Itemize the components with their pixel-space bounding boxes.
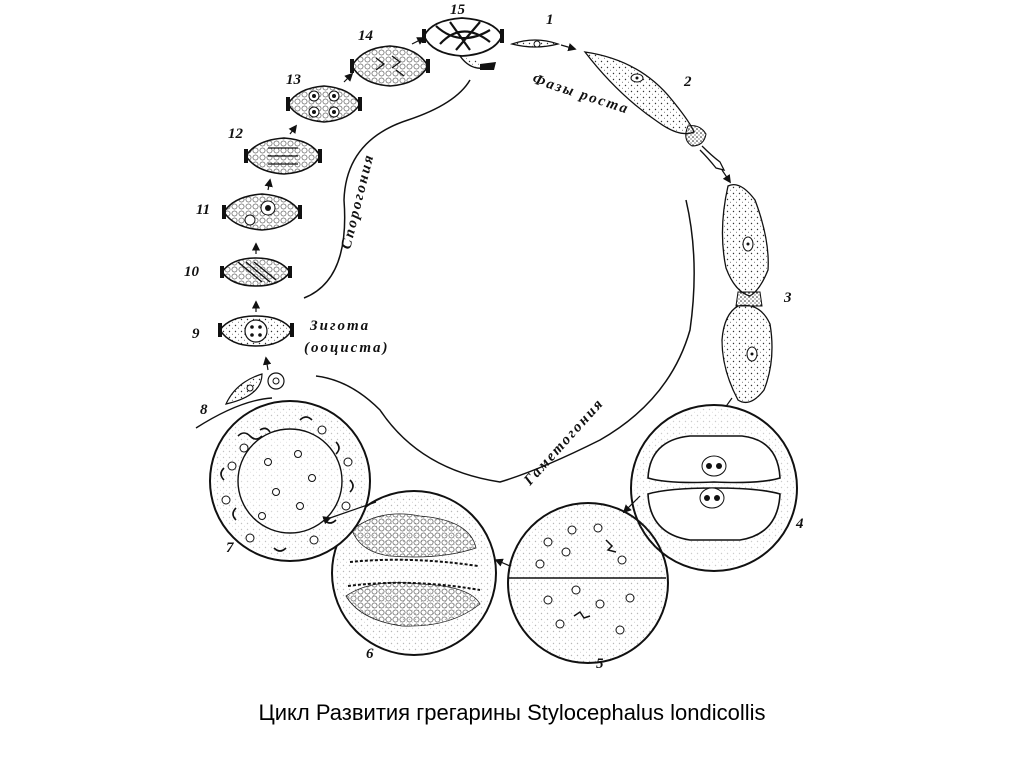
stage-12-oocyst [244,124,322,175]
stage-1-sporozoite [509,39,577,52]
stage-13-oocyst [286,72,362,123]
phase-divider-lines [303,79,695,483]
stage-number-12: 12 [228,126,244,142]
stage-6-gamete-formation [331,490,497,656]
stage-number-7: 7 [226,540,234,556]
stage-9-zygote [218,300,294,347]
stage-7-gamete-fusion [209,400,377,562]
stage-5-nuclear-division [494,502,669,664]
stage-number-9: 9 [192,326,200,342]
figure-caption: Цикл Развития грегарины Stylocephalus lo… [258,700,766,725]
stage-number-13: 13 [286,72,302,88]
stage-15-mature-oocyst [422,17,504,70]
stage-14-oocyst [350,37,430,87]
stage-number-6: 6 [366,646,374,662]
stage-number-15: 15 [450,2,466,18]
stage-4-gametocyst [622,404,798,572]
stage-10-oocyst [220,242,292,287]
stage-number-11: 11 [196,202,210,218]
stage-11-oocyst [222,178,302,231]
oocyst-label: (ооциста) [304,340,390,356]
stage-number-5: 5 [596,656,604,672]
stage-number-10: 10 [184,264,200,280]
stage-3-syzygy [721,169,773,414]
stage-number-1: 1 [546,12,554,28]
zygote-label: Зигота [309,318,370,334]
stage-number-8: 8 [200,402,208,418]
stage-8-gametes [195,356,285,429]
stage-2-trophozoite [583,51,726,171]
stage-number-2: 2 [683,74,692,90]
stage-number-labels: 1 2 3 4 5 6 7 8 9 10 11 12 13 14 15 [184,2,804,672]
stage-number-14: 14 [358,28,374,44]
stage-number-4: 4 [795,516,804,532]
stage-number-3: 3 [783,290,792,306]
